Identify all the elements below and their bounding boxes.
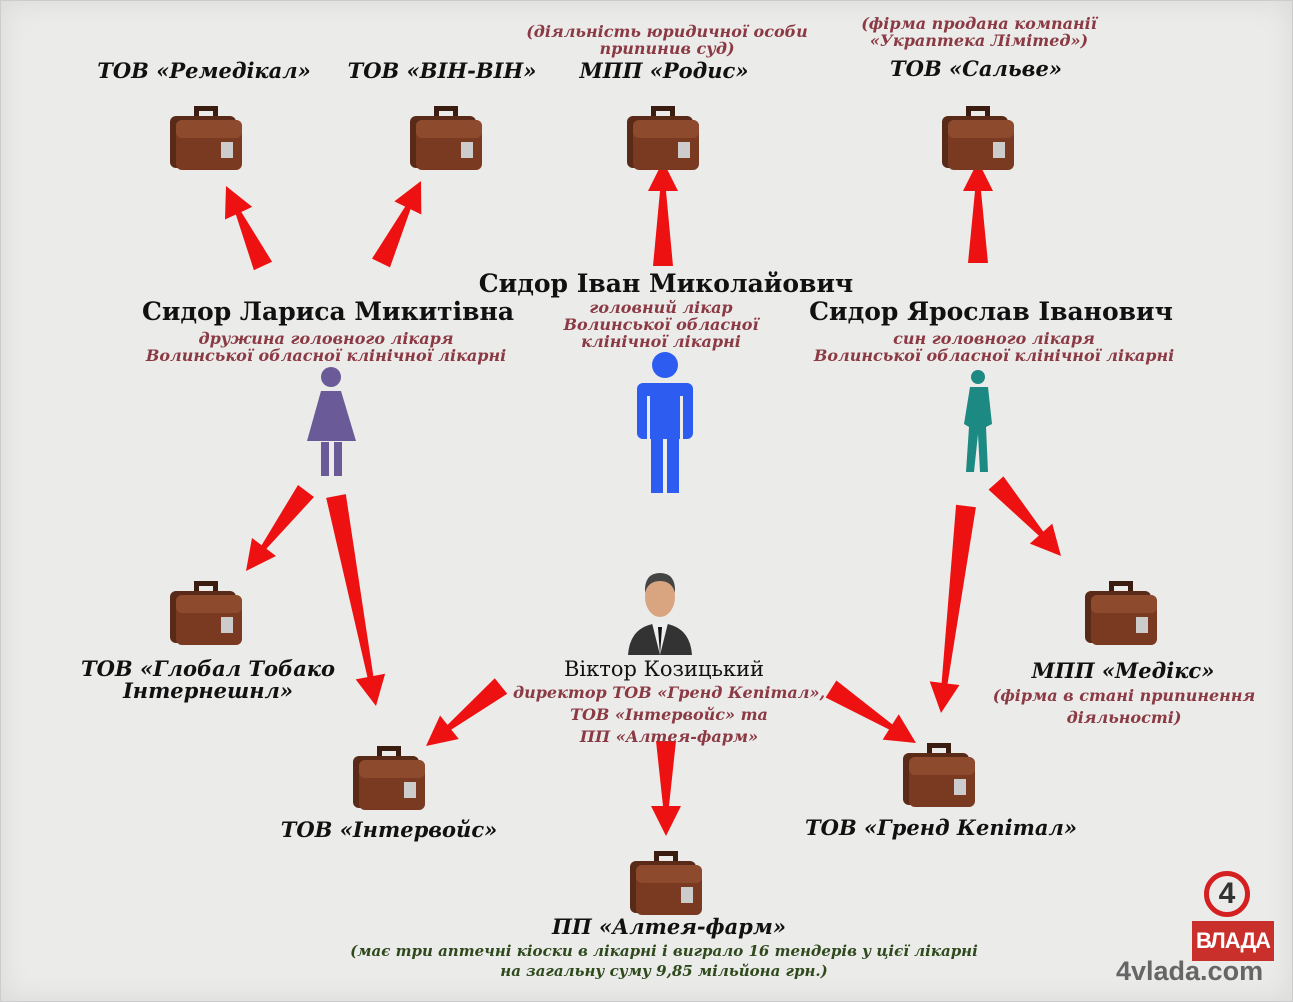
4vlada-logo: 4 ВЛАДА xyxy=(1186,871,1278,961)
walking-man-icon xyxy=(964,370,992,472)
briefcase-icon xyxy=(626,841,706,921)
company-rodys: МПП «Родис» xyxy=(579,58,749,83)
person-ivan-name: Сидор Іван Миколайович xyxy=(478,269,854,298)
arrow xyxy=(929,504,976,713)
arrow xyxy=(224,186,273,271)
briefcase-icon xyxy=(166,571,246,651)
site-url: 4vlada.com xyxy=(1116,956,1264,986)
woman-figure-icon xyxy=(307,367,356,476)
arrow xyxy=(825,680,916,743)
briefcase-icon xyxy=(938,96,1018,176)
arrow xyxy=(372,181,422,268)
company-salve: ТОВ «Сальве» xyxy=(890,56,1062,81)
company-medix: МПП «Медікс» xyxy=(1031,658,1215,683)
person-avatar-icon xyxy=(628,573,692,655)
person-viktor-role: директор ТОВ «Гренд Кепітал»,ТОВ «Інтерв… xyxy=(512,683,826,746)
person-viktor-name: Віктор Козицький xyxy=(563,657,765,681)
company-altea-farm: ПП «Алтея-фарм» xyxy=(552,914,786,939)
company-intervoice: ТОВ «Інтервойс» xyxy=(280,817,498,842)
briefcase-icon xyxy=(349,736,429,816)
briefcase-icon xyxy=(406,96,486,176)
man-figure-icon xyxy=(637,352,693,493)
arrow xyxy=(246,485,314,571)
briefcase-icon xyxy=(623,96,703,176)
salve-note: (фірма продана компанії«Украптека Ліміте… xyxy=(861,14,1097,50)
person-yaroslav-name: Сидор Ярослав Іванович xyxy=(809,297,1173,326)
briefcase-icon xyxy=(1081,571,1161,651)
arrow xyxy=(648,161,678,266)
person-larysa-name: Сидор Лариса Микитівна xyxy=(141,297,515,326)
company-grand-capital: ТОВ «Гренд Кепітал» xyxy=(805,815,1077,840)
arrow xyxy=(651,741,681,836)
briefcase-icon xyxy=(166,96,246,176)
arrow xyxy=(426,678,508,746)
company-remedical: ТОВ «Ремедікал» xyxy=(97,58,311,83)
arrow xyxy=(963,161,993,263)
arrow xyxy=(988,476,1061,556)
briefcase-icon xyxy=(899,733,979,813)
company-vin-vin: ТОВ «ВІН-ВІН» xyxy=(347,58,537,83)
altea-note: (має три аптечні кіоски в лікарні і вигр… xyxy=(350,942,978,980)
arrow xyxy=(326,494,386,706)
